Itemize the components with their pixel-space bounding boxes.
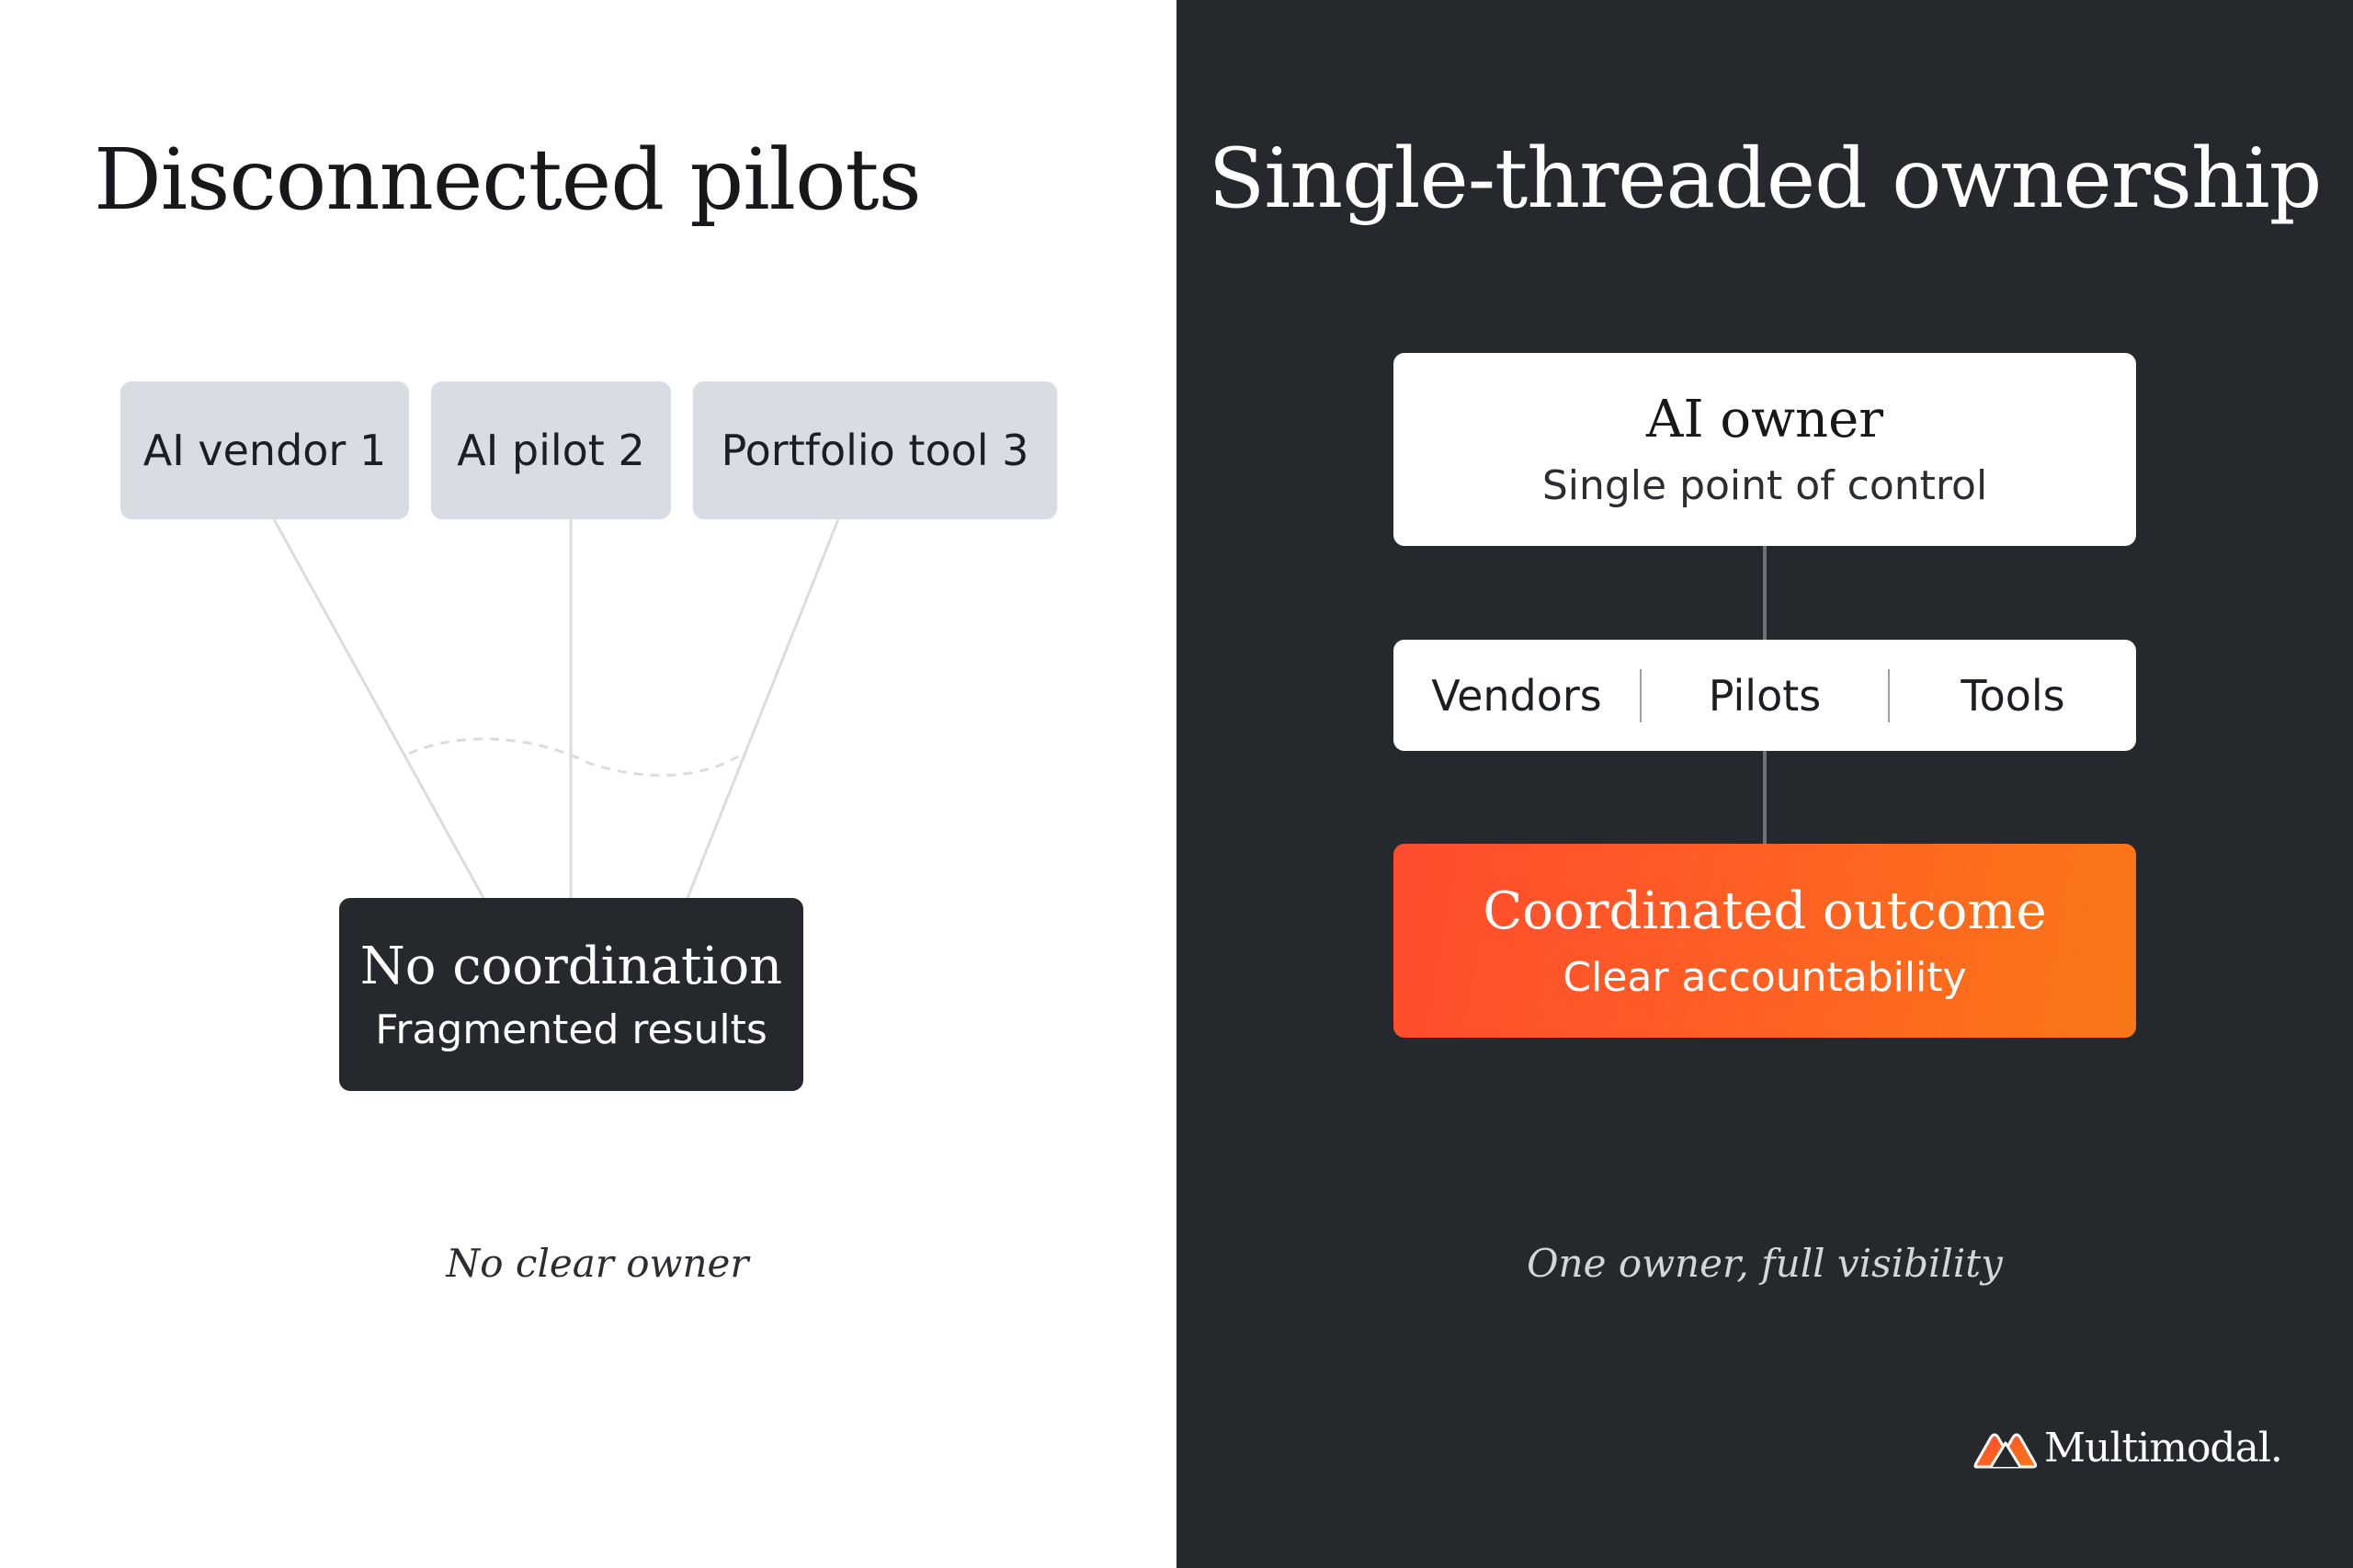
segment-divider	[1640, 668, 1642, 722]
connector-line	[1763, 546, 1767, 640]
left-heading: Disconnected pilots	[94, 131, 922, 229]
line-tool	[686, 518, 840, 899]
segment-pilots: Pilots	[1708, 670, 1822, 721]
segment-tools: Tools	[1961, 670, 2065, 721]
left-panel: Disconnected pilots AI vendor 1 AI pilot…	[0, 0, 1176, 1568]
line-vendor	[272, 518, 485, 899]
segments-box: Vendors Pilots Tools	[1393, 640, 2136, 751]
outcome-box: Coordinated outcome Clear accountability	[1393, 844, 2136, 1038]
connection-lines	[272, 518, 840, 899]
result-box: No coordination Fragmented results	[339, 898, 803, 1091]
left-caption: No clear owner	[446, 1241, 749, 1286]
source-label: AI pilot 2	[457, 426, 645, 475]
source-box-ai-pilot: AI pilot 2	[431, 381, 671, 519]
outcome-title: Coordinated outcome	[1483, 881, 2047, 941]
source-box-ai-vendor: AI vendor 1	[120, 381, 409, 519]
right-panel: Single-threaded ownership AI owner Singl…	[1176, 0, 2353, 1568]
brand-name: Multimodal.	[2044, 1425, 2283, 1471]
owner-subtitle: Single point of control	[1541, 462, 1988, 509]
source-box-portfolio-tool: Portfolio tool 3	[693, 381, 1057, 519]
result-title: No coordination	[359, 936, 783, 996]
broken-link-dashes	[408, 737, 739, 778]
right-caption: One owner, full visibility	[1527, 1241, 2003, 1286]
result-subtitle: Fragmented results	[375, 1006, 767, 1054]
owner-box: AI owner Single point of control	[1393, 353, 2136, 546]
source-label: Portfolio tool 3	[721, 426, 1029, 475]
outcome-subtitle: Clear accountability	[1563, 953, 1967, 1001]
segment-divider	[1888, 668, 1890, 722]
right-heading: Single-threaded ownership	[1208, 131, 2323, 227]
source-label: AI vendor 1	[142, 426, 387, 475]
connector-line	[1763, 751, 1767, 844]
brand-logo: Multimodal.	[1972, 1425, 2283, 1471]
owner-title: AI owner	[1646, 390, 1883, 449]
mountain-logo-icon	[1973, 1433, 2038, 1468]
segment-vendors: Vendors	[1431, 670, 1602, 721]
